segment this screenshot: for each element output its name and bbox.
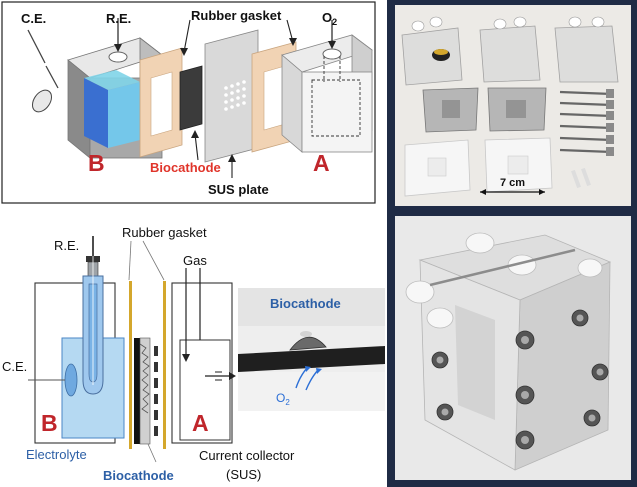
chamber-a-label-bottom: A [192, 410, 209, 436]
sus-label: (SUS) [226, 467, 261, 482]
biocathode-plate [179, 65, 203, 131]
biocathode-layer [134, 338, 140, 444]
re-label-bottom: R.E. [54, 238, 79, 253]
re-label: R.E. [106, 11, 131, 26]
electrolyte-label: Electrolyte [26, 447, 87, 462]
scale-bar-label: 7 cm [500, 177, 525, 189]
inset-o2-label: O2 [276, 391, 290, 407]
chamber-b-label-top: B [88, 150, 105, 176]
biocathode-label-top: Biocathode [150, 160, 221, 175]
ce-label: C.E. [21, 11, 46, 26]
gasket-left [139, 47, 183, 158]
chamber-b-label-bottom: B [41, 410, 58, 436]
gas-label: Gas [183, 253, 207, 268]
counter-electrode-bottom [64, 363, 78, 397]
rubber-gasket-label: Rubber gasket [191, 8, 282, 23]
photo-disassembled-parts: 7 cm [395, 5, 631, 206]
biocathode-inset-photo: Biocathode O2 [238, 288, 385, 411]
rubber-gasket-label-bottom: Rubber gasket [122, 225, 207, 240]
chamber-a-block [281, 34, 373, 153]
sus-plate [204, 29, 259, 163]
o2-label: O2 [322, 10, 337, 27]
gasket-right-bottom [163, 281, 166, 449]
ce-label-bottom: C.E. [2, 359, 27, 374]
inset-title: Biocathode [270, 296, 341, 311]
counter-electrode-icon [27, 29, 59, 113]
exploded-view-panel: C.E. R.E. [1, 1, 376, 204]
current-collector-label: Current collector [199, 448, 295, 463]
chamber-a-label-top: A [313, 150, 330, 176]
reference-electrode [82, 236, 104, 395]
biocathode-label-bottom: Biocathode [103, 468, 174, 483]
photo-assembled-cell [395, 216, 631, 480]
chamber-a-outline [171, 282, 233, 444]
sus-plate-label: SUS plate [208, 182, 269, 197]
gasket-left-bottom [129, 281, 132, 449]
cross-section-panel: R.E. C.E. Gas Rubber gasket [2, 225, 295, 483]
